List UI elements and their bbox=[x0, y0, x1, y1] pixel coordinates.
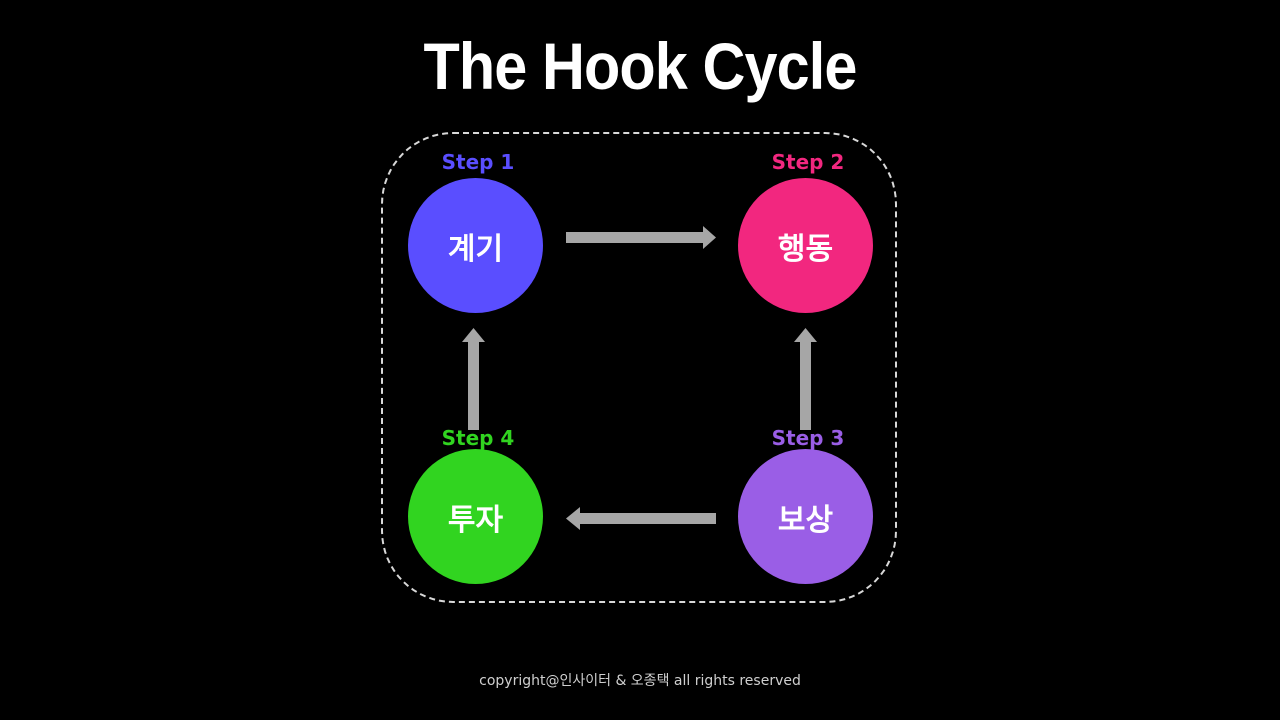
step-1-name: 계기 bbox=[447, 231, 504, 267]
step-1-label: Step 1 bbox=[441, 150, 515, 174]
step-4-node: 투자 bbox=[408, 449, 543, 584]
cycle-frame bbox=[381, 132, 897, 603]
step-2-node: 행동 bbox=[738, 178, 873, 313]
step-4-name: 투자 bbox=[447, 502, 504, 538]
step-4-label: Step 4 bbox=[441, 426, 515, 450]
step-3-name: 보상 bbox=[777, 502, 834, 538]
copyright-footer: copyright@인사이터 & 오종택 all rights reserved bbox=[479, 673, 801, 689]
step-1-node: 계기 bbox=[408, 178, 543, 313]
step-2-name: 행동 bbox=[777, 231, 834, 267]
page-title: The Hook Cycle bbox=[423, 29, 857, 103]
step-3-node: 보상 bbox=[738, 449, 873, 584]
step-2-label: Step 2 bbox=[771, 150, 845, 174]
step-3-label: Step 3 bbox=[771, 426, 845, 450]
